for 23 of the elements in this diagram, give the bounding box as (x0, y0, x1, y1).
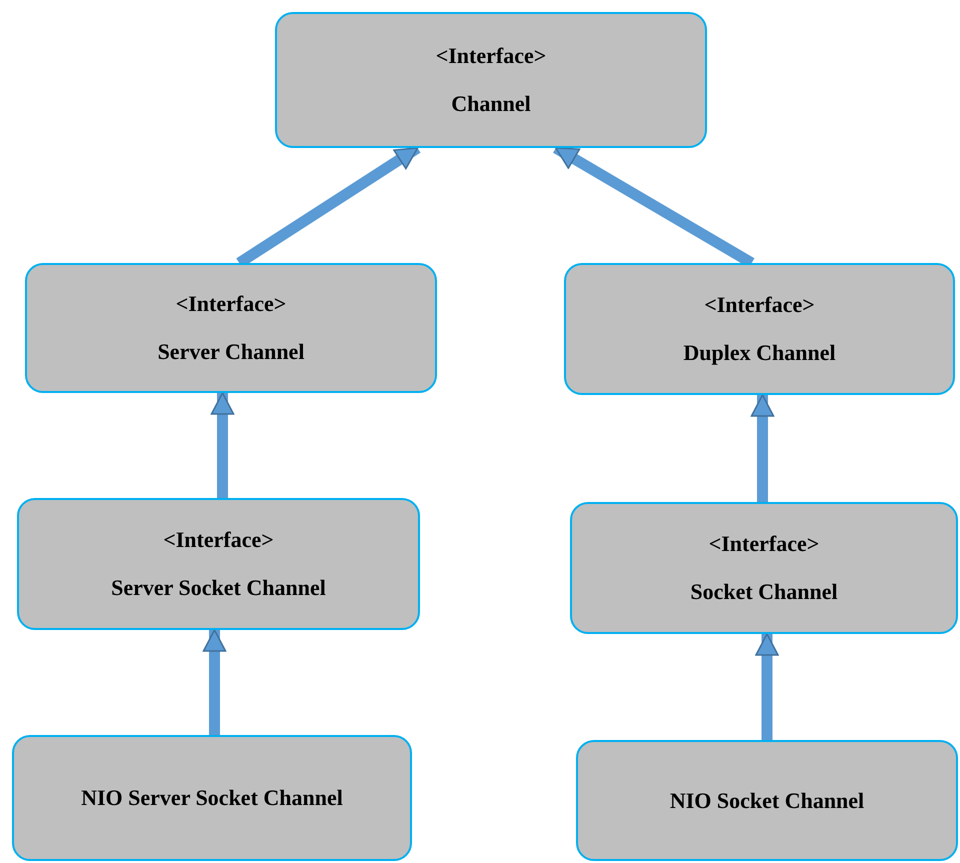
rounded-box (17, 498, 420, 630)
node-label: NIO Socket Channel (670, 788, 864, 814)
rounded-box (564, 263, 955, 395)
node-label: Channel (451, 91, 531, 117)
block-arrow (210, 392, 234, 498)
stereotype-label: <Interface> (436, 43, 546, 69)
stereotype-label: <Interface> (704, 292, 815, 318)
node-label: NIO Server Socket Channel (81, 785, 343, 811)
stereotype-label: <Interface> (708, 531, 820, 557)
stereotype-label: <Interface> (163, 527, 274, 553)
node-label: Duplex Channel (683, 340, 836, 366)
rounded-box (576, 740, 958, 861)
node-label: Server Socket Channel (111, 575, 326, 601)
rounded-box (275, 12, 707, 148)
rounded-box (12, 735, 412, 861)
node-label: Server Channel (158, 339, 304, 365)
block-arrow (755, 633, 779, 740)
node-label: Socket Channel (690, 579, 838, 605)
stereotype-label: <Interface> (176, 291, 286, 317)
block-arrow (750, 394, 774, 502)
rounded-box (25, 263, 437, 393)
rounded-box (570, 502, 958, 634)
block-arrow (202, 629, 226, 735)
